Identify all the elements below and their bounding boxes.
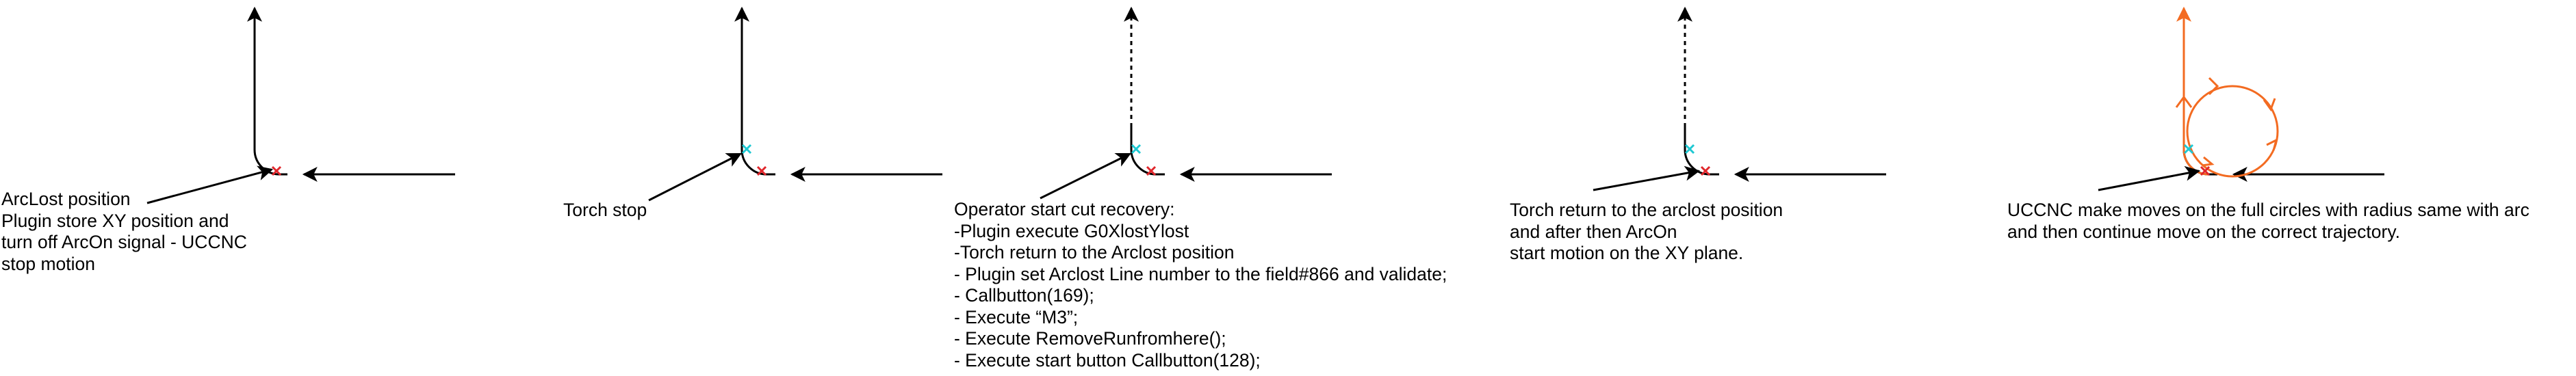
step-3-diagram [1040,6,1332,200]
callout-arrow [146,165,274,204]
arclost-marker [271,165,282,176]
arclost-marker [1146,165,1157,176]
torch-stop-marker [2183,144,2194,155]
step-2-caption: Torch stop [563,200,647,221]
callout-arrow [648,152,742,202]
caption-line: Torch stop [563,200,647,220]
caption-line: and then continue move on the correct tr… [2007,221,2400,242]
caption-line: and after then ArcOn [1510,221,1677,242]
arclost-marker [1700,165,1711,176]
caption-line: start motion on the XY plane. [1510,243,1744,263]
torch-stop-marker [1131,144,1142,155]
step-1-caption: ArcLost position Plugin store XY positio… [1,189,247,275]
caption-line: - Callbutton(169); [954,285,1094,306]
caption-line: -Plugin execute G0XlostYlost [954,220,1189,241]
caption-line: turn off ArcOn signal - UCCNC [1,232,247,252]
recovery-circle [2186,85,2279,178]
step-5-caption: UCCNC make moves on the full circles wit… [2007,200,2529,243]
caption-line: - Plugin set Arclost Line number to the … [954,263,1447,284]
arclost-marker [756,165,767,176]
recovery-path [2176,6,2209,176]
caption-line: - Execute “M3”; [954,306,1079,327]
caption-line: -Torch return to the Arclost position [954,242,1235,263]
caption-line: ArcLost position [1,189,131,209]
caption-line: stop motion [1,253,95,274]
caption-line: Plugin store XY position and [1,210,229,231]
step-5-diagram [2098,6,2384,191]
torch-stop-marker [1684,144,1695,155]
step-2-diagram [648,6,942,202]
step-4-caption: Torch return to the arclost position and… [1510,200,1783,265]
caption-line: UCCNC make moves on the full circles wit… [2007,200,2529,220]
callout-arrow [1040,152,1131,200]
caption-line: Operator start cut recovery: [954,199,1175,219]
cut-path [247,6,287,176]
caption-line: - Execute start button Callbutton(128); [954,349,1261,371]
step-3-caption: Operator start cut recovery: -Plugin exe… [954,199,1447,371]
torch-stop-marker [741,144,752,155]
callout-arrow [1593,165,1701,191]
direction-chevrons [2175,77,2278,167]
caption-line: Torch return to the arclost position [1510,200,1783,220]
arclost-marker [2200,165,2211,176]
callout-arrow [2098,165,2201,191]
caption-line: - Execute RemoveRunfromhere(); [954,328,1226,349]
step-1-diagram [146,6,455,204]
step-4-diagram [1593,6,1886,191]
